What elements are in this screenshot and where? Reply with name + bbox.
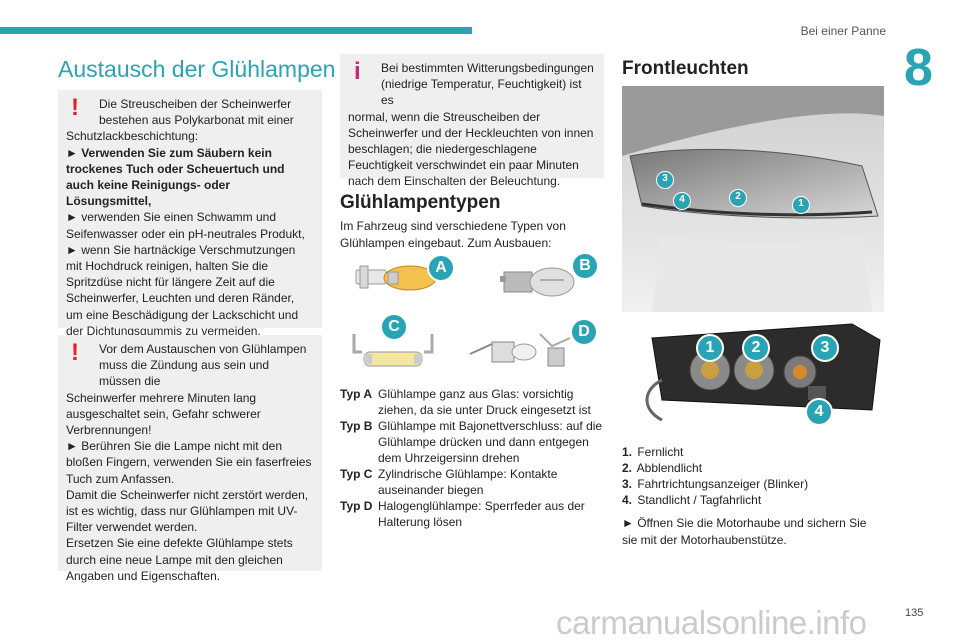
bulb-type-c-image — [352, 334, 434, 367]
warning-icon: ! — [71, 339, 79, 366]
info-line: (niedrige Temperatur, Feuchtigkeit) ist … — [381, 77, 582, 108]
warning-text: ► wenn Sie hartnäckige Verschmutzungen m… — [66, 242, 299, 338]
section-title: Bei einer Panne — [800, 24, 886, 38]
type-label: Typ B — [340, 419, 373, 433]
photo-badge-4: 4 — [673, 192, 691, 210]
warning-line: Vor dem Austauschen von Glühlampen — [99, 342, 307, 356]
legend-text: Fahrtrichtungsanzeiger (Blinker) — [637, 477, 809, 491]
type-description: Zylindrische Glühlampe: Kontakte auseina… — [378, 467, 558, 497]
warning-line: bestehen aus Polykarbonat mit einer — [99, 113, 294, 128]
info-line: Bei bestimmten Witterungsbedingungen — [381, 61, 594, 75]
header-accent-bar — [0, 27, 472, 34]
type-label: Typ C — [340, 467, 373, 481]
page-title: Austausch der Glühlampen — [58, 56, 336, 82]
legend-number: 3. — [622, 477, 633, 491]
type-description: Glühlampe mit Bajonettverschluss: auf di… — [378, 419, 603, 465]
badge-a: A — [427, 254, 455, 282]
list-item: 3. Fahrtrichtungsanzeiger (Blinker) — [622, 476, 808, 492]
bulb-type-a-image — [355, 265, 437, 291]
warning-text: ► verwenden Sie einen Schwamm und Seifen… — [66, 210, 305, 241]
warning-line: Schutzlackbeschichtung: — [66, 129, 199, 144]
photo-badge-2: 2 — [729, 189, 747, 207]
lamp-badge-1: 1 — [696, 334, 724, 362]
list-item: Typ B Glühlampe mit Bajonettverschluss: … — [340, 418, 606, 466]
badge-d: D — [570, 318, 598, 346]
badge-c: C — [380, 313, 408, 341]
legend-text: Standlicht / Tagfahrlicht — [637, 493, 762, 507]
type-label: Typ D — [340, 499, 373, 513]
photo-badge-3: 3 — [656, 171, 674, 189]
page-number: 135 — [905, 607, 924, 619]
type-description: Halogenglühlampe: Sperrfeder aus der Hal… — [378, 499, 585, 529]
legend-number: 2. — [622, 461, 633, 475]
warning-line: Die Streuscheiben der Scheinwerfer — [99, 97, 292, 111]
warning-text: Damit die Scheinwerfer nicht zerstört we… — [66, 487, 309, 535]
bulb-types-intro: Im Fahrzeug sind verschiedene Typen von … — [340, 219, 566, 250]
lamp-badge-4: 4 — [805, 398, 833, 426]
bulb-types-list: Typ A Glühlampe ganz aus Glas: vorsichti… — [340, 386, 606, 530]
front-lights-legend: 1. Fernlicht 2. Abblendlicht 3. Fahrtric… — [622, 444, 808, 508]
legend-text: Fernlicht — [637, 445, 684, 459]
warning-icon: ! — [71, 94, 79, 121]
watermark: carmanualsonline.info — [556, 604, 867, 640]
list-item: 1. Fernlicht — [622, 444, 808, 460]
warning-text: ► Berühren Sie die Lampe nicht mit den b… — [66, 439, 312, 486]
headlight-photo-drawing — [622, 86, 884, 312]
warning-bold-text: ► Verwenden Sie zum Säubern kein trocken… — [66, 145, 285, 209]
list-item: 2. Abblendlicht — [622, 460, 808, 476]
list-item: 4. Standlicht / Tagfahrlicht — [622, 492, 808, 508]
warning-box-cleaning: ! Die Streuscheiben der Scheinwerfer bes… — [58, 90, 322, 338]
bulb-type-b-image — [500, 267, 575, 297]
warning-box-replacement: ! Vor dem Austauschen von Glühlampen mus… — [58, 335, 322, 583]
lamp-badge-2: 2 — [742, 334, 770, 362]
list-item: Typ A Glühlampe ganz aus Glas: vorsichti… — [340, 386, 606, 418]
badge-b: B — [571, 252, 599, 280]
photo-badge-1: 1 — [792, 196, 810, 214]
list-item: Typ C Zylindrische Glühlampe: Kontakte a… — [340, 466, 606, 498]
section-heading-bulb-types: Glühlampentypen — [340, 192, 501, 213]
instruction-open-hood: ► Öffnen Sie die Motorhaube und sichern … — [622, 516, 867, 547]
warning-text: Ersetzen Sie eine defekte Glühlampe stet… — [66, 536, 293, 583]
type-label: Typ A — [340, 387, 372, 401]
legend-number: 4. — [622, 493, 633, 507]
lamp-badge-3: 3 — [811, 334, 839, 362]
info-text: normal, wenn die Streuscheiben der Schei… — [348, 109, 594, 189]
headlight-photo — [622, 86, 884, 312]
section-heading-front-lights: Frontleuchten — [622, 58, 749, 79]
info-icon: i — [354, 58, 361, 85]
list-item: Typ D Halogenglühlampe: Sperrfeder aus d… — [340, 498, 606, 530]
bulb-type-d-image — [469, 333, 571, 367]
legend-text: Abblendlicht — [636, 461, 703, 475]
warning-line: muss die Zündung aus sein und müssen die — [99, 358, 270, 389]
warning-text: Scheinwerfer mehrere Minuten lang ausges… — [66, 390, 261, 438]
chapter-number: 8 — [904, 39, 933, 97]
info-box-condensation: i Bei bestimmten Witterungsbedingungen (… — [340, 54, 604, 188]
legend-number: 1. — [622, 445, 633, 459]
type-description: Glühlampe ganz aus Glas: vorsichtig zieh… — [378, 387, 591, 417]
